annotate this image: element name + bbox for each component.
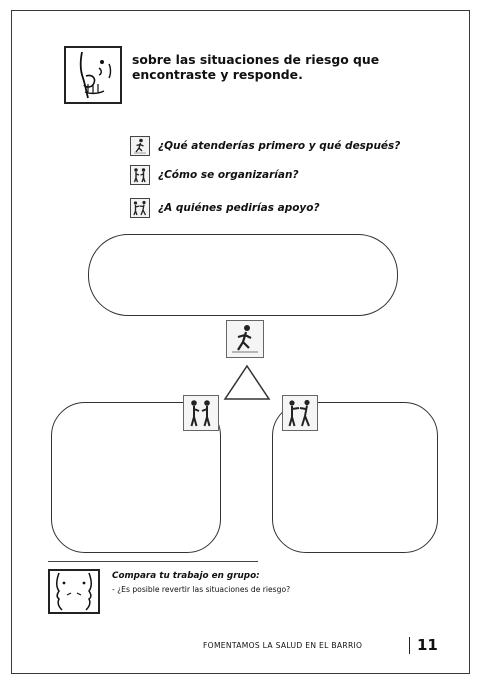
question-3-text: ¿A quiénes pedirías apoyo? — [158, 202, 320, 214]
question-1-text: ¿Qué atenderías primero y qué después? — [158, 140, 401, 152]
footer-title: FOMENTAMOS LA SALUD EN EL BARRIO — [203, 641, 363, 650]
instruction-line-1: sobre las situaciones de riesgo que — [132, 52, 380, 67]
question-2-text: ¿Cómo se organizarían? — [158, 169, 299, 181]
top-answer-box[interactable] — [88, 234, 398, 316]
question-row-1: ¿Qué atenderías primero y qué después? — [130, 135, 400, 157]
question-row-3: ¿A quiénes pedirías apoyo? — [130, 197, 320, 219]
connector-triangle — [222, 364, 272, 402]
two-faces-dialogue-icon — [48, 569, 100, 614]
people-helping-icon — [282, 395, 318, 431]
page-number: 11 — [417, 636, 438, 654]
compare-question: - ¿Es posible revertir las situaciones d… — [112, 585, 291, 594]
right-answer-box[interactable] — [272, 402, 438, 553]
instruction-text: sobre las situaciones de riesgo que enco… — [132, 52, 432, 82]
footer-separator — [409, 637, 410, 654]
running-person-icon — [226, 320, 264, 358]
thinking-person-icon — [64, 46, 122, 104]
running-person-icon — [130, 136, 150, 156]
left-answer-box[interactable] — [51, 402, 221, 553]
compare-title: Compara tu trabajo en grupo: — [112, 571, 260, 581]
two-people-talking-icon — [183, 395, 219, 431]
instruction-line-2: encontraste y responde. — [132, 67, 303, 82]
section-divider — [48, 561, 258, 562]
question-row-2: ¿Cómo se organizarían? — [130, 164, 299, 186]
two-people-talking-icon — [130, 165, 150, 185]
people-helping-icon — [130, 198, 150, 218]
page-border — [11, 10, 470, 674]
